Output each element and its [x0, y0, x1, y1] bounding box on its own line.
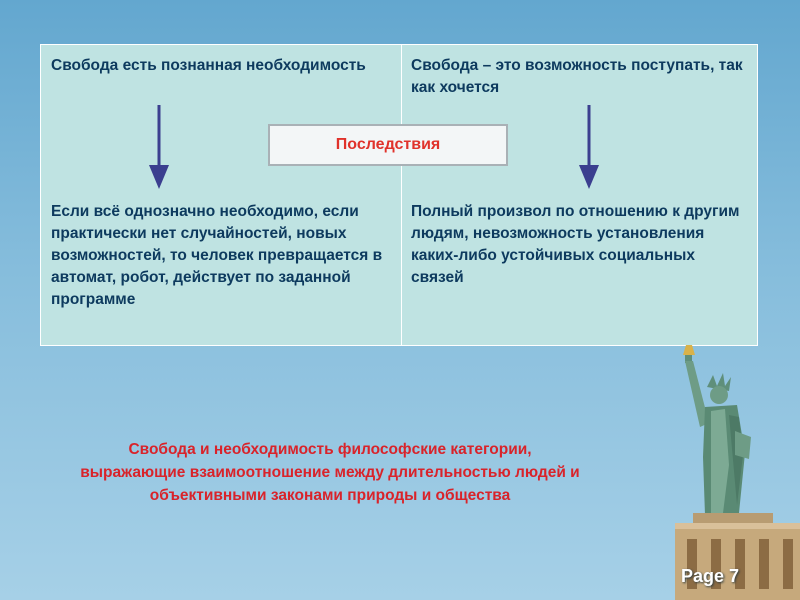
consequences-label: Последствия	[268, 124, 508, 166]
page-number: Page 7	[681, 566, 740, 586]
statue-of-liberty-icon	[675, 345, 800, 600]
left-header-text: Свобода есть познанная необходимость	[51, 57, 366, 74]
left-consequence-text: Если всё однозначно необходимо, если пра…	[51, 203, 383, 308]
summary-text: Свобода и необходимость философские кате…	[80, 441, 580, 504]
comparison-table: Свобода есть познанная необходимость Сво…	[40, 44, 758, 346]
arrow-down-icon	[149, 105, 169, 189]
right-header-text: Свобода – это возможность поступать, так…	[411, 57, 743, 96]
right-consequence-text: Полный произвол по отношению к другим лю…	[411, 203, 740, 286]
arrow-down-icon	[579, 105, 599, 189]
column-divider	[401, 45, 402, 345]
consequences-label-text: Последствия	[335, 136, 441, 153]
